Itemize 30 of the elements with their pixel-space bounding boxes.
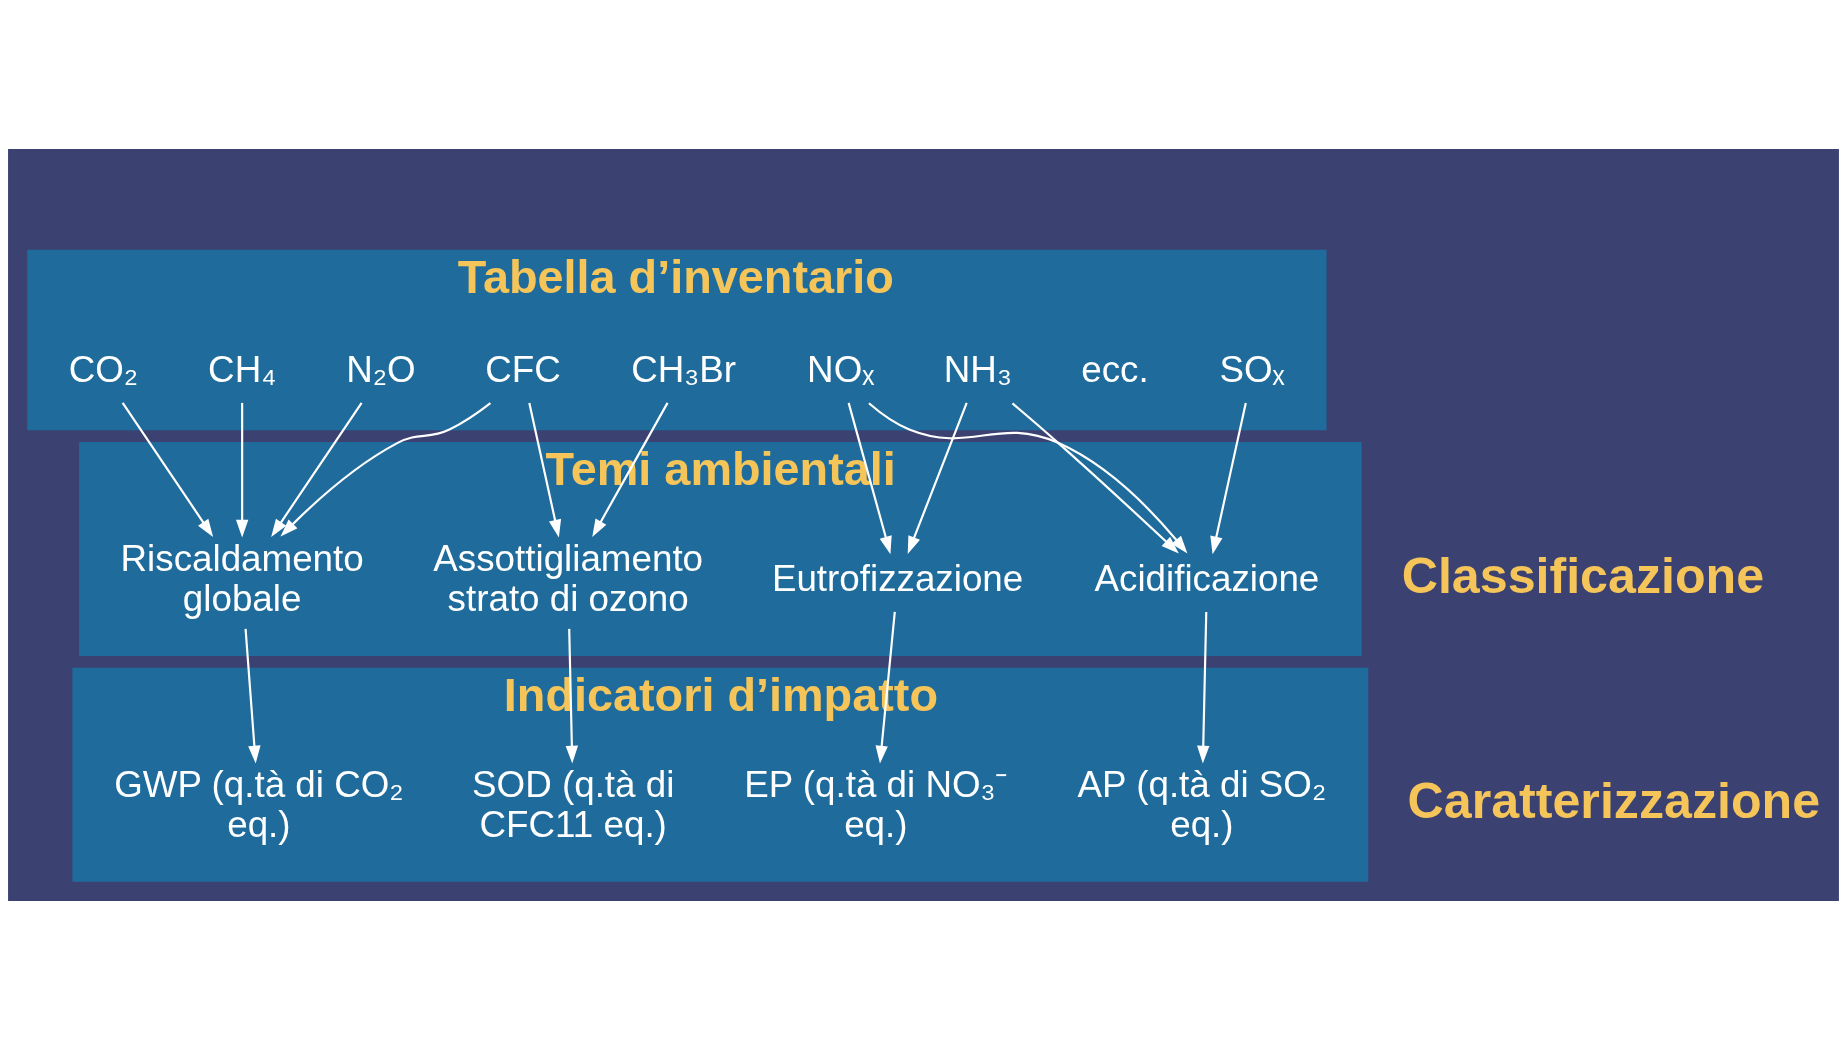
node-text: EP (q.tà di NO₃⁻ eq.) — [744, 763, 1008, 845]
arrow — [271, 401, 363, 537]
node-text: Riscaldamento globale — [120, 537, 364, 619]
arrow — [907, 402, 968, 554]
node-text: CH₄ — [208, 348, 277, 390]
arrow — [244, 628, 261, 763]
node-text: CO₂ — [68, 348, 139, 390]
node-text: Assottigliamento strato di ozono — [433, 537, 704, 619]
node-text: SOₓ — [1219, 348, 1285, 390]
node-text: N₂O — [346, 348, 416, 390]
arrow — [1210, 402, 1247, 554]
node-text: GWP (q.tà di CO₂ eq.) — [114, 763, 404, 845]
label: Classificazione — [1401, 547, 1765, 604]
arrow — [1197, 611, 1210, 763]
node-text: Acidificazione — [1094, 557, 1320, 599]
node-text: ecc. — [1081, 348, 1149, 390]
node-text: SOD (q.tà di CFC11 eq.) — [472, 763, 675, 845]
node-text: NH₃ — [943, 348, 1012, 390]
node-text: CH₃Br — [631, 348, 736, 390]
arrow — [235, 402, 249, 538]
arrow — [121, 401, 214, 537]
node-text: CFC — [485, 348, 561, 390]
arrow — [1011, 402, 1179, 554]
arrow — [868, 401, 1188, 553]
node-text: Eutrofizzazione — [771, 557, 1024, 599]
node-text: AP (q.tà di SO₂ eq.) — [1077, 763, 1327, 845]
label: Caratterizzazione — [1407, 772, 1821, 829]
node-text: NOₓ — [807, 348, 875, 390]
arrow — [528, 402, 562, 537]
arrow — [280, 401, 492, 537]
